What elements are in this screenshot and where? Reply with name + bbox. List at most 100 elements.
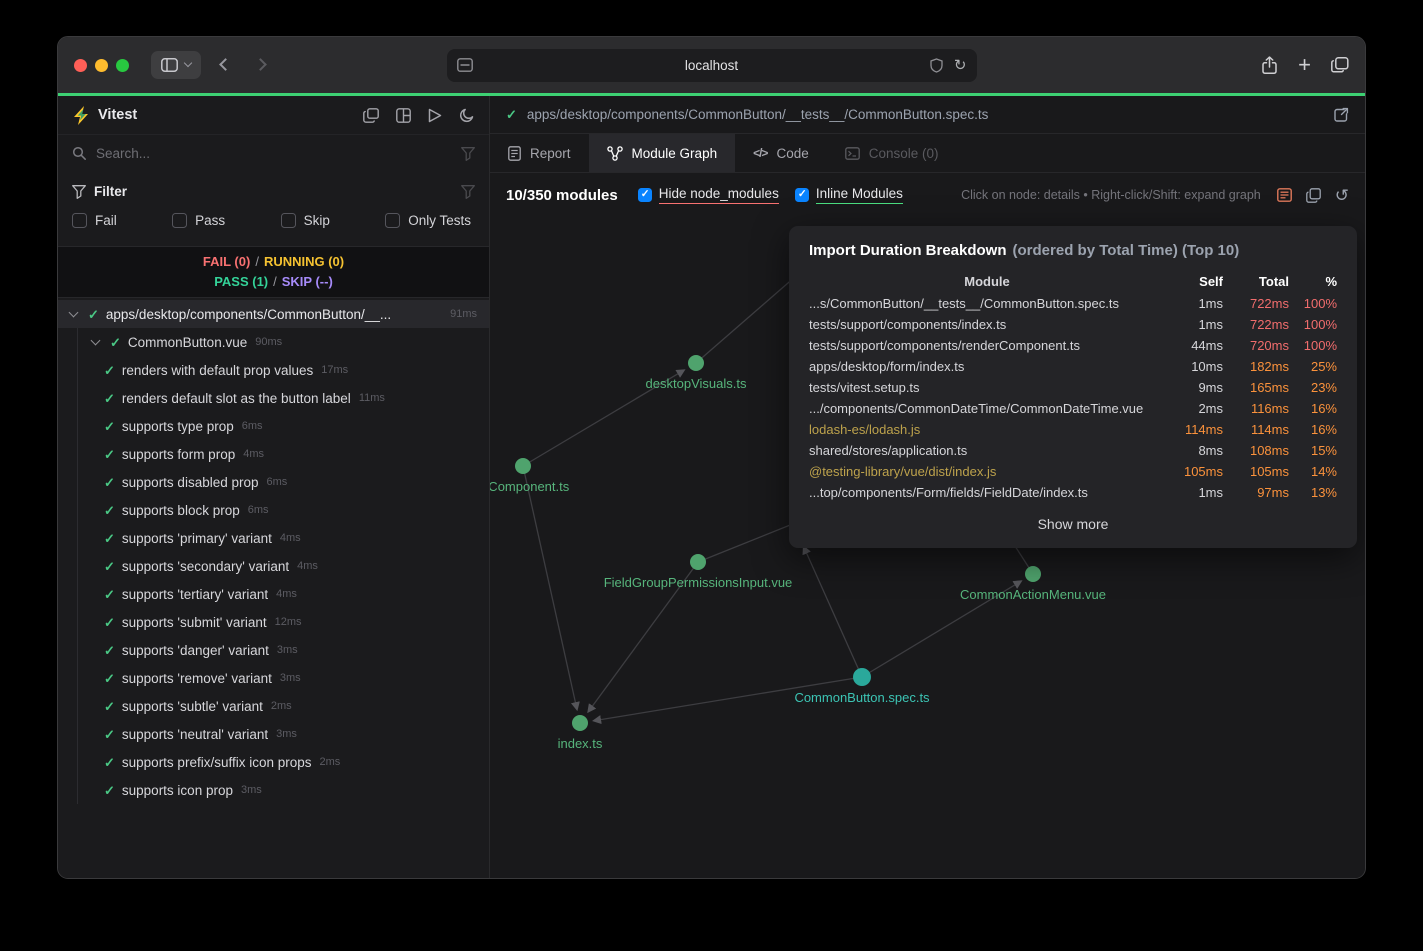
- pass-check-icon: [104, 504, 115, 517]
- chevron-left-icon: [219, 58, 232, 71]
- graph-node-circle[interactable]: [515, 458, 531, 474]
- graph-node-circle[interactable]: [688, 355, 704, 371]
- total-time: 720ms: [1249, 338, 1289, 353]
- tab-code[interactable]: </>Code: [735, 134, 827, 172]
- test-label: supports type prop: [121, 418, 234, 434]
- tab-module-graph[interactable]: Module Graph: [588, 134, 736, 172]
- dark-mode-icon[interactable]: [459, 107, 475, 123]
- filter-checkbox-fail[interactable]: Fail: [72, 213, 117, 228]
- reset-graph-icon[interactable]: ↺: [1334, 185, 1349, 205]
- breakdown-row[interactable]: ...s/CommonButton/__tests__/CommonButton…: [809, 293, 1337, 314]
- module-graph-icon: [606, 145, 623, 161]
- graph-hint: Click on node: details • Right-click/Shi…: [961, 188, 1261, 202]
- minimize-window-button[interactable]: [95, 58, 108, 72]
- graph-node-index.ts[interactable]: index.ts: [558, 715, 603, 751]
- run-all-icon[interactable]: [428, 108, 442, 123]
- module-graph[interactable]: desktopVisuals.ts erComponent.tsFieldGrou…: [490, 173, 1365, 879]
- filter-checkbox-pass[interactable]: Pass: [172, 213, 225, 228]
- dashboard-icon[interactable]: [396, 107, 411, 123]
- fullscreen-window-button[interactable]: [116, 58, 129, 72]
- checkbox-icon[interactable]: [280, 213, 296, 228]
- graph-node-circle[interactable]: [690, 554, 706, 570]
- graph-node-circle[interactable]: [1025, 566, 1041, 582]
- sidebar-header: Vitest: [58, 96, 489, 134]
- graph-node-circle[interactable]: [572, 715, 588, 731]
- filter-reset-icon[interactable]: [461, 184, 475, 199]
- breakdown-column-header: %: [1325, 273, 1337, 289]
- toggle-inline-modules[interactable]: Inline Modules: [794, 186, 903, 204]
- percent-value: 16%: [1310, 401, 1337, 416]
- tab-console-0-[interactable]: Console (0): [827, 134, 957, 172]
- test-duration: 6ms: [266, 476, 288, 488]
- filter-checkbox-skip[interactable]: Skip: [280, 213, 330, 228]
- graph-node-FieldGroupPermissionsInput.vue[interactable]: FieldGroupPermissionsInput.vue: [604, 554, 793, 590]
- legend-icon[interactable]: [1276, 188, 1292, 202]
- graph-node-circle[interactable]: [853, 668, 871, 686]
- search-icon: [72, 146, 86, 160]
- open-external-icon[interactable]: [1333, 107, 1349, 123]
- clear-filter-icon[interactable]: [461, 146, 475, 161]
- breakdown-row[interactable]: ...top/components/Form/fields/FieldDate/…: [809, 482, 1337, 503]
- tree-root-row[interactable]: apps/desktop/components/CommonButton/__.…: [58, 300, 489, 328]
- forward-button[interactable]: [254, 56, 267, 74]
- checkbox-icon[interactable]: [385, 213, 401, 228]
- toggle-hide-node-modules[interactable]: Hide node_modules: [637, 186, 779, 204]
- float-panel-icon[interactable]: [363, 107, 379, 123]
- checkbox-icon[interactable]: [637, 188, 652, 202]
- show-more-button[interactable]: Show more: [1037, 516, 1109, 532]
- copy-graph-icon[interactable]: [1305, 187, 1321, 203]
- back-button[interactable]: [219, 56, 232, 74]
- pass-check-icon: [104, 644, 115, 657]
- checkbox-icon[interactable]: [172, 213, 188, 228]
- search-input[interactable]: [96, 146, 461, 161]
- graph-edge: [522, 465, 580, 712]
- new-tab-button[interactable]: +: [1298, 52, 1311, 77]
- pass-count: PASS (1): [214, 274, 269, 289]
- tab-report[interactable]: Report: [490, 134, 589, 172]
- tab-overview-icon[interactable]: [1331, 57, 1349, 73]
- url-text: localhost: [684, 57, 739, 73]
- graph-node-CommonButton.spec.ts[interactable]: CommonButton.spec.ts: [794, 668, 930, 705]
- sidebar-toggle-button[interactable]: [151, 51, 201, 79]
- share-icon[interactable]: [1261, 55, 1278, 75]
- test-duration: 2ms: [270, 700, 292, 712]
- checkbox-icon[interactable]: [794, 188, 809, 202]
- test-row[interactable]: renders default slot as the button label…: [78, 384, 489, 412]
- graph-node-CommonActionMenu.vue[interactable]: CommonActionMenu.vue: [960, 566, 1106, 602]
- privacy-shield-icon[interactable]: [929, 57, 944, 73]
- reload-icon[interactable]: ↻: [953, 56, 967, 74]
- test-label: supports 'danger' variant: [121, 642, 269, 658]
- address-bar[interactable]: localhost ↻: [446, 48, 977, 82]
- pass-check-icon: [104, 756, 115, 769]
- checkbox-icon[interactable]: [72, 213, 87, 228]
- close-window-button[interactable]: [74, 58, 87, 72]
- nav-buttons: [219, 56, 267, 74]
- breakdown-row[interactable]: tests/support/components/renderComponent…: [809, 335, 1337, 356]
- graph-node-erComponent.ts[interactable]: erComponent.ts: [490, 458, 570, 494]
- breakdown-row[interactable]: .../components/CommonDateTime/CommonDate…: [809, 398, 1337, 419]
- filter-checkbox-only-tests[interactable]: Only Tests: [385, 213, 471, 228]
- graph-node-desktopVisuals.ts[interactable]: desktopVisuals.ts: [646, 355, 747, 391]
